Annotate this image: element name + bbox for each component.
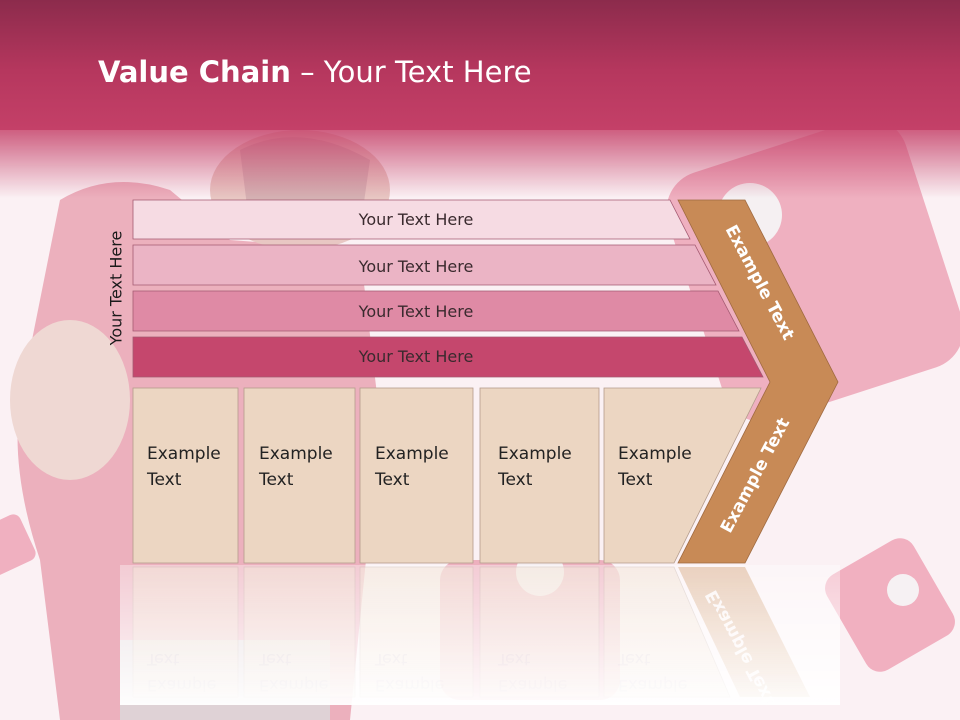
box-4-line2: Text [617,470,653,490]
chevron-arrow[interactable] [677,199,839,564]
page-title-rest: – Your Text Here [290,55,532,89]
box-0-line1: Example [147,444,221,464]
page-title-bold: Value Chain [98,55,291,89]
title-bar-fade [0,128,960,198]
bar-2-label: Your Text Here [358,302,474,321]
page-title: Value Chain – Your Text Here [98,55,532,89]
bar-1-label: Your Text Here [358,257,474,276]
bar-2[interactable]: Your Text Here [132,290,740,332]
reflection-fade [120,565,840,705]
box-3[interactable]: Example Text [479,387,600,564]
title-bar [0,0,960,130]
box-2[interactable]: Example Text [359,387,474,564]
box-3-line1: Example [498,444,572,464]
bar-1[interactable]: Your Text Here [132,244,717,286]
box-4-line1: Example [618,444,692,464]
box-1-line1: Example [259,444,333,464]
box-1[interactable]: Example Text [243,387,356,564]
box-2-line2: Text [374,470,410,490]
bar-3[interactable]: Your Text Here [132,336,764,378]
box-0-line2: Text [146,470,182,490]
box-2-line1: Example [375,444,449,464]
box-1-line2: Text [258,470,294,490]
bar-3-label: Your Text Here [358,347,474,366]
box-4[interactable]: Example Text [603,387,762,564]
bar-0-label: Your Text Here [358,210,474,229]
box-0[interactable]: Example Text [132,387,239,564]
box-3-line2: Text [497,470,533,490]
bar-0[interactable]: Your Text Here [132,199,691,240]
